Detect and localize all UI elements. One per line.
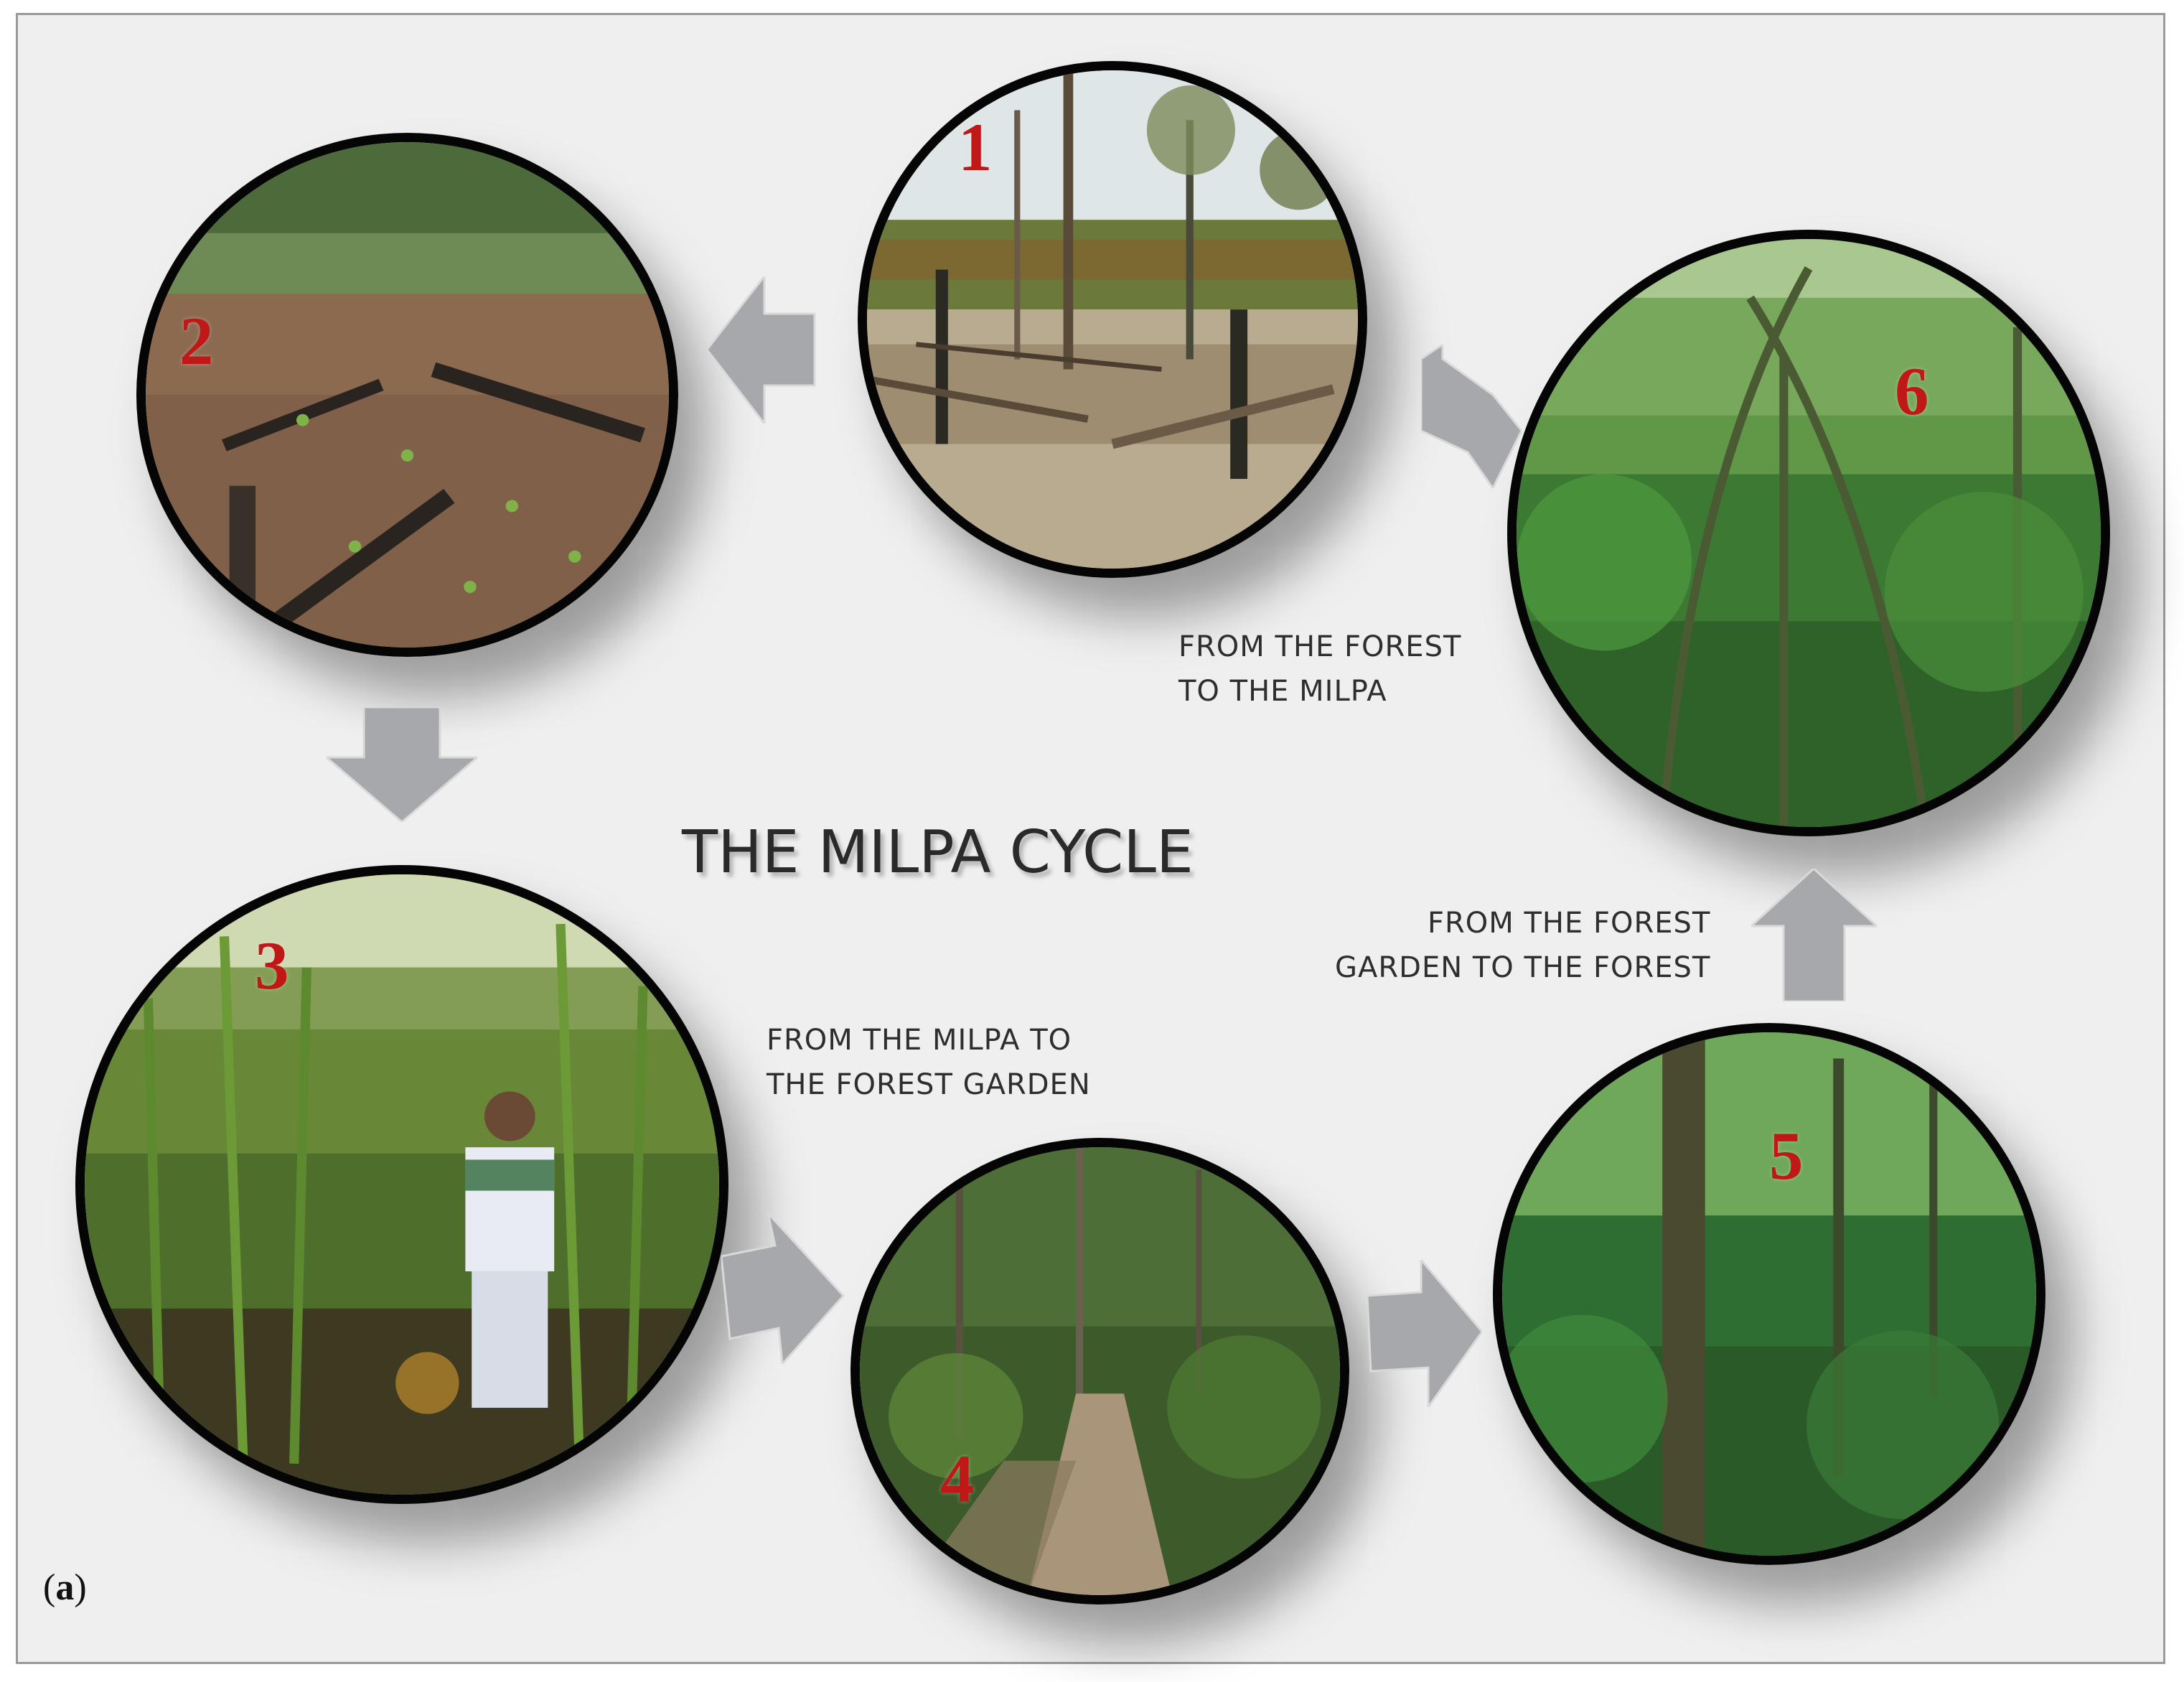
stage-number-5: 5: [1769, 1118, 1804, 1194]
panel-tag-open: (: [43, 1567, 56, 1608]
stage-4-scene: [860, 1147, 1340, 1595]
stage-5-photo: [1493, 1023, 2045, 1565]
arrow-up-left-icon: [1421, 345, 1522, 488]
stage-3-photo: [75, 865, 728, 1504]
stage-number-6: 6: [1895, 353, 1929, 429]
arrow-right-icon: [721, 1213, 845, 1364]
label-forest-to-milpa: FROM THE FOREST TO THE MILPA: [1178, 630, 1462, 708]
stage-2-scene: [146, 142, 669, 648]
arrow-up-icon: [1751, 869, 1877, 1001]
stage-6-photo: [1507, 230, 2110, 836]
stage-2-photo: [136, 133, 678, 657]
stage-number-3: 3: [255, 928, 289, 1004]
panel-tag-close: ): [74, 1567, 87, 1608]
diagram-title: THE MILPA CYCLE: [682, 818, 1194, 887]
stage-number-1: 1: [958, 109, 993, 185]
arrow-down-icon: [327, 707, 477, 822]
arrow-right-icon: [1367, 1260, 1482, 1407]
arrow-left-icon: [707, 276, 816, 424]
panel-tag-letter: a: [55, 1567, 75, 1608]
panel-tag: (a): [43, 1566, 87, 1609]
label-forest-garden-to-forest: FROM THE FOREST GARDEN TO THE FOREST: [1335, 907, 1711, 984]
stage-5-scene: [1502, 1032, 2036, 1556]
stage-number-4: 4: [940, 1441, 975, 1517]
stage-3-scene: [85, 874, 719, 1495]
stage-1-scene: [867, 70, 1358, 569]
stage-6-scene: [1517, 239, 2101, 827]
stage-number-2: 2: [179, 303, 214, 379]
stage-1-photo: [858, 61, 1367, 578]
label-milpa-to-forest-garden: FROM THE MILPA TO THE FOREST GARDEN: [767, 1024, 1091, 1101]
stage-4-photo: [850, 1138, 1349, 1604]
